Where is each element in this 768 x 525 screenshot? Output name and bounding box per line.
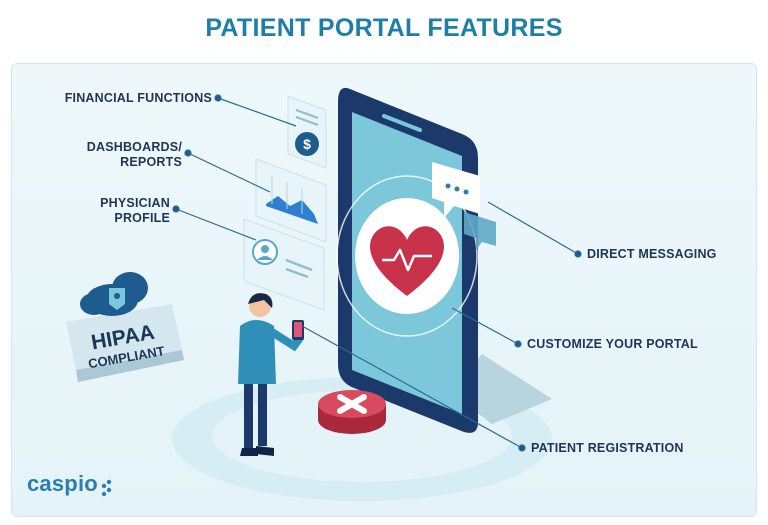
physician-card	[243, 218, 325, 311]
brand-dots-icon	[101, 479, 112, 497]
hipaa-badge	[66, 272, 184, 382]
label-direct-messaging: DIRECT MESSAGING	[587, 247, 717, 261]
cancel-disc-icon	[318, 390, 386, 434]
label-financial-functions: FINANCIAL FUNCTIONS	[64, 91, 212, 105]
smartphone	[336, 87, 478, 433]
portal-illustration: $	[66, 87, 582, 501]
dollar-symbol: $	[303, 136, 311, 152]
financial-card	[287, 95, 327, 169]
label-dashboards-line1: DASHBOARDS/	[86, 140, 182, 154]
label-patient-registration: PATIENT REGISTRATION	[531, 441, 684, 455]
heart-icon	[370, 226, 444, 296]
brand-logo: caspio	[27, 471, 98, 496]
person-figure	[238, 293, 304, 456]
illustration-panel: $	[11, 63, 757, 517]
leader-lines	[172, 94, 582, 452]
phone-speaker	[382, 114, 422, 132]
chat-bubble-icon	[432, 162, 496, 250]
label-dashboards-line2: REPORTS	[120, 155, 182, 169]
cloud-lock-icon	[80, 272, 148, 316]
chart-area-icon	[266, 196, 318, 224]
label-physician-line2: PROFILE	[114, 211, 170, 225]
label-physician-line1: PHYSICIAN	[100, 196, 170, 210]
dollar-icon	[295, 132, 319, 156]
label-physician-profile: PHYSICIAN PROFILE	[32, 196, 170, 226]
page-title: PATIENT PORTAL FEATURES	[205, 14, 563, 42]
dashboard-card	[255, 158, 327, 243]
label-customize-portal: CUSTOMIZE YOUR PORTAL	[527, 337, 698, 351]
label-dashboards-reports: DASHBOARDS/ REPORTS	[32, 140, 182, 170]
pulse-line	[382, 248, 432, 272]
